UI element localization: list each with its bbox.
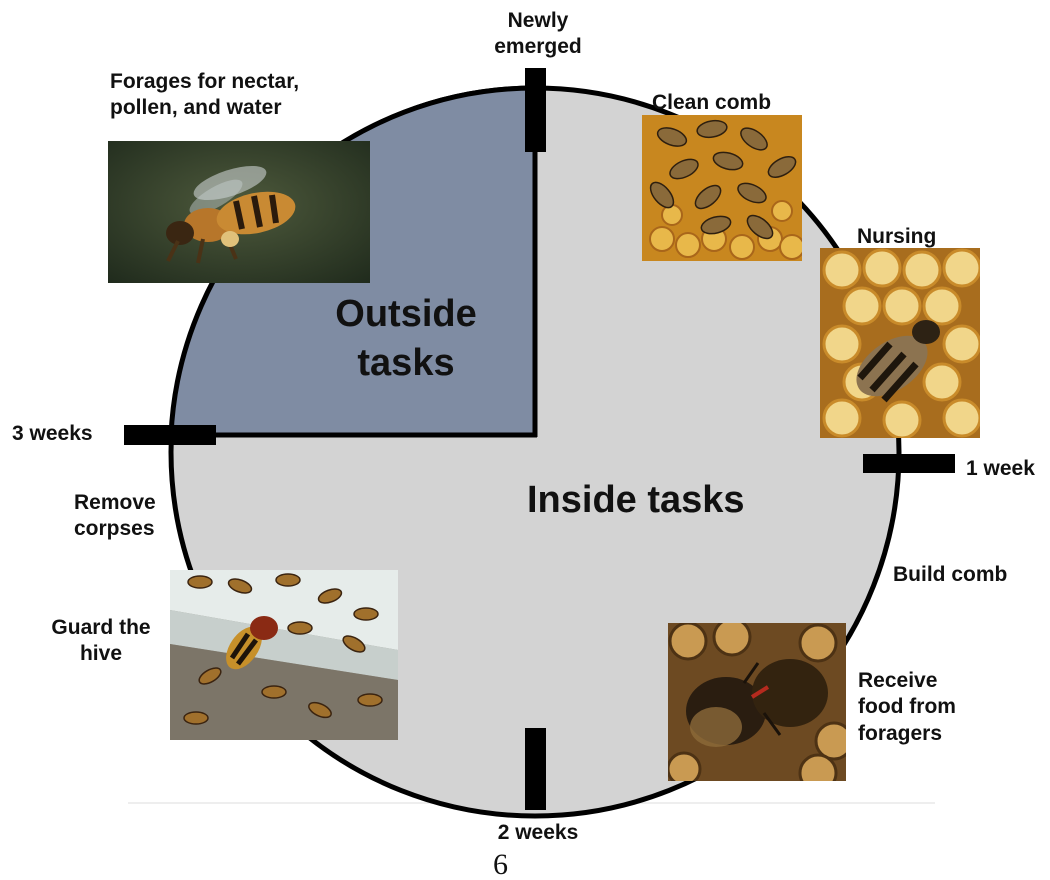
milestone-newly-emerged: Newly emerged [470, 8, 606, 61]
tick-2-weeks [525, 728, 546, 810]
page-number: 6 [493, 848, 508, 880]
tick-newly-emerged [525, 68, 546, 152]
photo-bees-trophallaxis [668, 623, 846, 781]
milestone-1-week: 1 week [966, 456, 1035, 482]
task-guard-label: Guard the hive [36, 615, 166, 668]
photo-flying-bee [108, 141, 370, 283]
inside-tasks-label: Inside tasks [527, 476, 745, 525]
photo-bees-on-honeycomb [642, 115, 802, 261]
task-clean-comb-label: Clean comb [652, 90, 771, 116]
task-nursing-label: Nursing [857, 224, 936, 250]
task-receive-food-label: Receive food from foragers [858, 668, 956, 747]
photo-hornet-at-hive-entrance [170, 570, 398, 740]
tick-3-weeks [124, 425, 216, 445]
photo-bee-in-brood-cells [820, 248, 980, 438]
milestone-2-weeks: 2 weeks [470, 820, 606, 846]
task-remove-corpses-label: Remove corpses [74, 490, 156, 543]
outside-tasks-label: Outside tasks [290, 290, 522, 389]
milestone-3-weeks: 3 weeks [12, 421, 93, 447]
task-build-comb-label: Build comb [893, 562, 1007, 588]
tick-1-week [863, 454, 955, 473]
task-forage-label: Forages for nectar, pollen, and water [110, 69, 299, 122]
